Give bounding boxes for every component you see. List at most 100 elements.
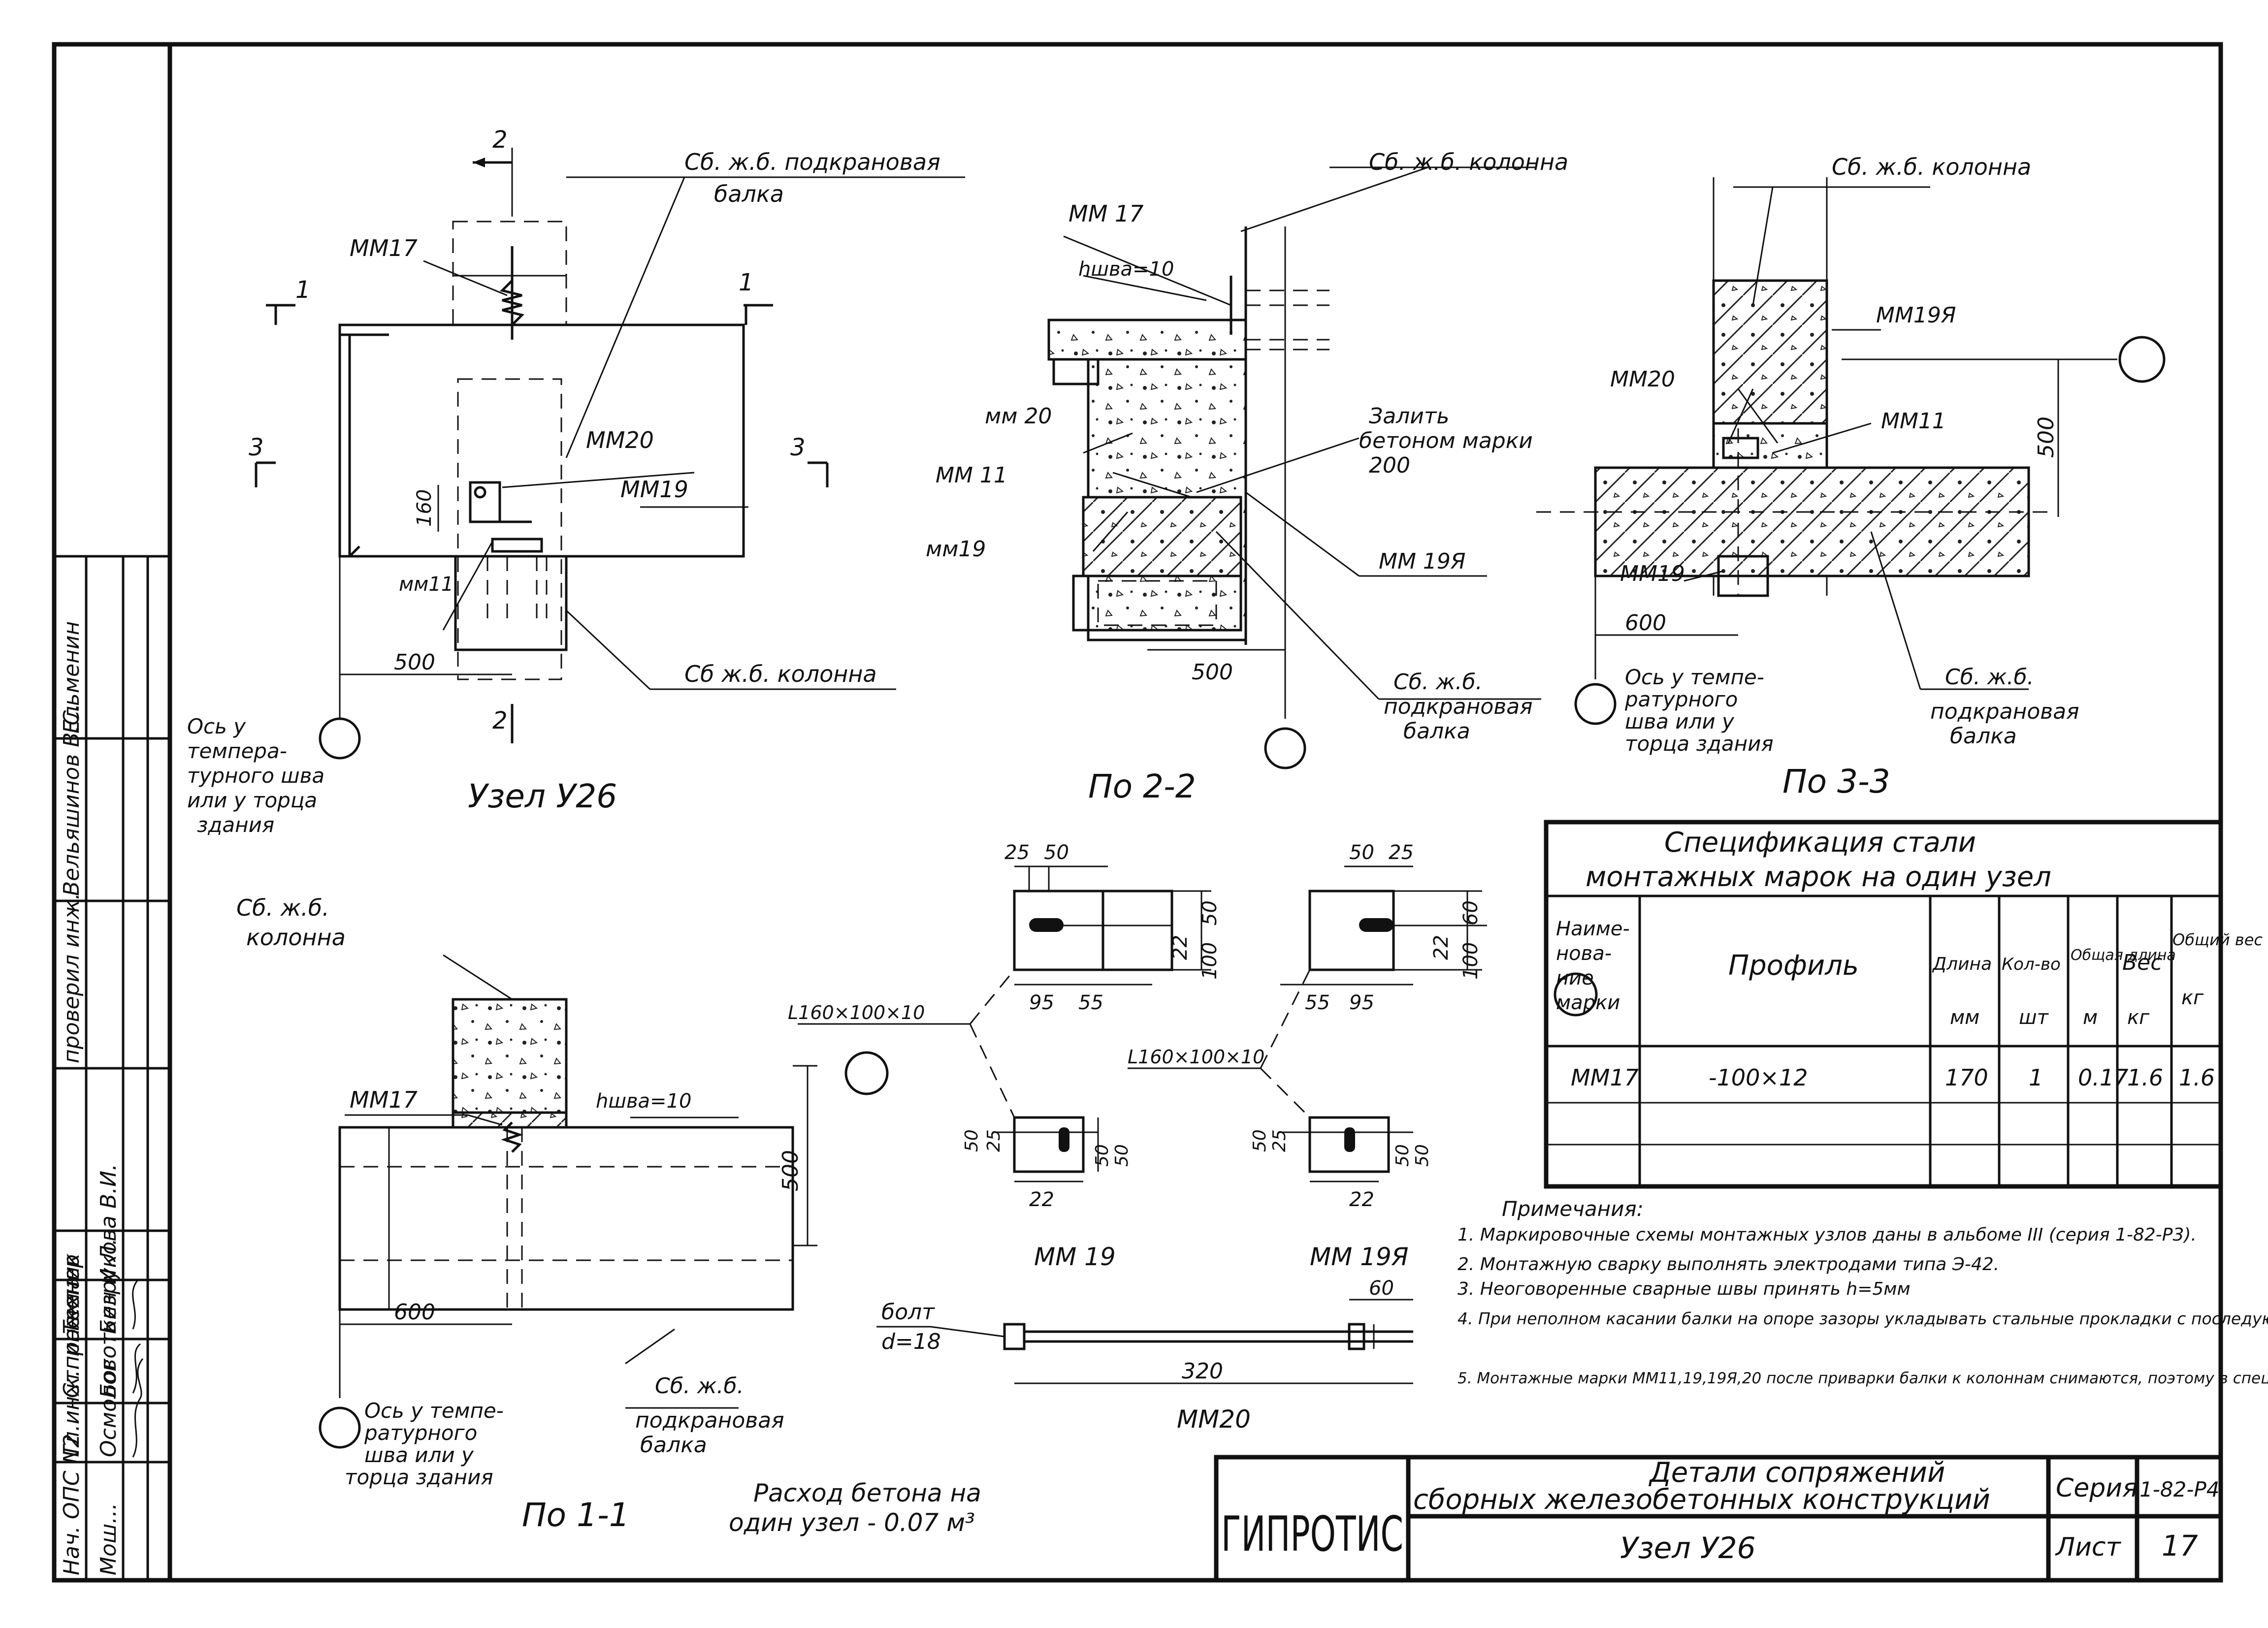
spec-h-tw-u: кг	[2181, 987, 2204, 1009]
node-axis-5: здания	[197, 813, 274, 837]
mm20-dim-60: 60	[1369, 1277, 1394, 1300]
v33-dim-500: 500	[2034, 416, 2059, 458]
spec-h-tw: Общий вес	[2172, 930, 2263, 949]
title-line-1: Детали сопряжений	[1648, 1457, 1945, 1489]
mm19-angle: L160×100×10	[788, 1002, 925, 1023]
concrete-note-1: Расход бетона на	[753, 1479, 981, 1507]
stamp-role-2: Гл.инж.проекта	[59, 1277, 84, 1457]
signature-3	[132, 1279, 139, 1330]
v33-dim-600: 600	[1625, 610, 1666, 636]
mm19-dim-22v: 22	[1169, 935, 1192, 960]
stamp-gipotis: ГИПРОТИС	[1221, 1506, 1403, 1563]
spec-h-name-2: нова-	[1556, 942, 1612, 965]
concrete-note-2: один узел - 0.07 м³	[729, 1508, 975, 1537]
node-sec1-left: 1	[295, 276, 311, 304]
mm19ya-angle: L160×100×10	[1128, 1046, 1264, 1068]
mm20-bolt-2: d=18	[881, 1329, 941, 1354]
mm19ya-dim-100v: 100	[1459, 942, 1482, 980]
v11-label-beam-b: подкрановая	[635, 1408, 784, 1433]
v33-axis-1: Ось у темпе-	[1625, 665, 1764, 689]
node-dim-160: 160	[413, 489, 436, 527]
v11-label-beam-a: Сб. ж.б.	[655, 1373, 744, 1399]
node-label-mm19: ММ19	[620, 476, 688, 503]
v33-axis-4: торца здания	[1625, 732, 1774, 756]
v11-label-hweld: hшва=10	[596, 1090, 691, 1113]
v22-label-pour1: Залить	[1369, 404, 1449, 429]
node-sec3-right: 3	[790, 434, 806, 461]
v33-label-mm19ya: ММ19Я	[1876, 303, 1956, 328]
v22-label-beam-b: подкрановая	[1384, 694, 1533, 719]
v11-label-col-a: Сб. ж.б.	[236, 894, 329, 921]
mm19-dim-55: 55	[1078, 991, 1103, 1014]
view-11	[319, 954, 817, 1449]
spec-cell-profile: -100×12	[1709, 1064, 1808, 1091]
v11-dim-500: 500	[778, 1150, 803, 1191]
mm19-dim-95: 95	[1029, 991, 1054, 1014]
spec-cell-w: 1.6	[2127, 1064, 2163, 1091]
v33-label-mm20: ММ20	[1610, 367, 1675, 392]
mm19-dim-22: 22	[1029, 1188, 1054, 1211]
node-label-beam2: балка	[714, 181, 784, 207]
spec-h-profile: Профиль	[1728, 950, 1859, 982]
mm20-dim-320: 320	[1182, 1359, 1223, 1384]
v22-label-column: Сб. ж.б. колонна	[1369, 149, 1568, 175]
v11-dim-600: 600	[394, 1300, 435, 1325]
mm19ya-dim-25: 25	[1389, 841, 1414, 864]
node-view-title: Узел У26	[468, 777, 617, 815]
node-axis-4: или у торца	[187, 788, 317, 812]
v22-dim-500: 500	[1192, 660, 1233, 685]
node-sec3-left: 3	[249, 434, 264, 461]
node-axis-1: Ось у	[187, 714, 246, 738]
v33-label-beam-b: подкрановая	[1930, 699, 2079, 724]
stamp-name-2: Осмолов	[96, 1359, 121, 1457]
title-block	[1214, 1455, 2223, 1583]
stamp-name-1: Мош...	[96, 1503, 121, 1575]
v22-label-mm19ya: ММ 19Я	[1379, 549, 1465, 574]
node-view	[255, 148, 965, 760]
sheet-number: 17	[2162, 1529, 2198, 1563]
spec-h-w: Вес	[2122, 950, 2162, 975]
spec-cell-len: 170	[1945, 1064, 1988, 1091]
v33-axis-3: шва или у	[1625, 709, 1735, 734]
node-axis-2: темпера-	[187, 739, 287, 763]
v11-label-col-b: колонна	[246, 924, 346, 951]
notes-title: Примечания:	[1502, 1197, 1644, 1221]
spec-title-2: монтажных марок на один узел	[1586, 861, 2051, 893]
spec-h-qty: Кол-во	[2002, 955, 2061, 974]
view-33	[1536, 177, 2166, 725]
sheet-frame	[52, 42, 2223, 1583]
stamp-checked-label: проверил инж.	[59, 893, 84, 1063]
spec-h-len-u: мм	[1950, 1006, 1979, 1029]
v11-view-title: По 1-1	[522, 1496, 630, 1534]
mm20-bolt	[876, 1299, 1413, 1384]
mm19-dim-50: 50	[1044, 841, 1069, 864]
node-label-beam1: Сб. ж.б. подкрановая	[684, 149, 940, 175]
node-label-mm20: ММ20	[586, 427, 654, 453]
v33-label-beam-c: балка	[1950, 724, 2017, 749]
v22-label-hweld: hшва=10	[1078, 258, 1174, 281]
stamp-role-1: Нач. ОПС N2	[59, 1434, 84, 1575]
v22-label-mm11: ММ 11	[936, 463, 1007, 488]
v11-axis-3: шва или у	[364, 1443, 474, 1467]
view-22	[1047, 166, 1541, 769]
stamp-name-4: Безрукова В.И.	[96, 1164, 121, 1334]
v33-label-column: Сб. ж.б. колонна	[1832, 154, 2031, 180]
series-value: 1-82-Р4	[2139, 1477, 2220, 1501]
v11-axis-1: Ось у темпе-	[364, 1399, 504, 1423]
mm19ya-dim-50c: 50	[1393, 1144, 1413, 1167]
stamp-role-3: Ст. инженер	[59, 1254, 84, 1398]
node-dim-500: 500	[394, 650, 435, 675]
spec-cell-name: ММ17	[1571, 1064, 1639, 1091]
node-label-mm17: ММ17	[350, 235, 418, 261]
node-sec2-bot: 2	[492, 707, 508, 734]
node-label-column: Сб ж.б. колонна	[684, 661, 877, 687]
mm19-dim-25: 25	[1004, 841, 1030, 864]
node-axis-3: турного шва	[187, 764, 324, 788]
v22-label-beam-c: балка	[1403, 719, 1470, 744]
spec-cell-qty: 1	[2029, 1064, 2043, 1091]
side-stamp	[54, 555, 170, 1580]
mm19-dim-50v: 50	[1199, 900, 1221, 926]
v22-label-mm17: ММ 17	[1069, 200, 1144, 227]
v33-view-title: По 3-3	[1782, 763, 1890, 800]
v22-label-mm20: мм 20	[985, 404, 1052, 429]
